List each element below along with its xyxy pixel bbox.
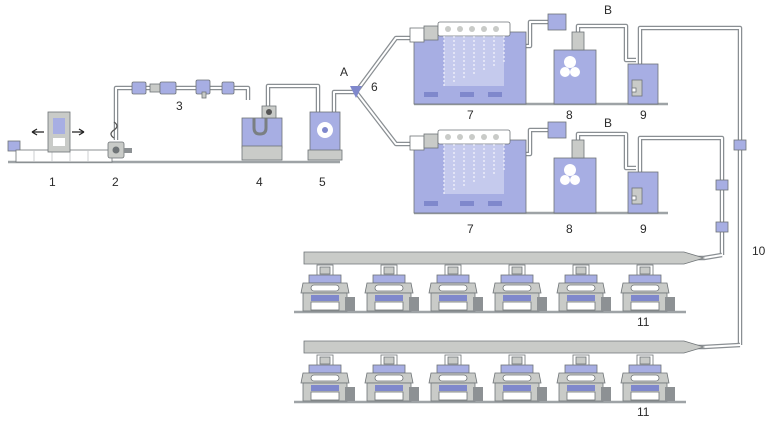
label-4: 4 bbox=[256, 175, 263, 189]
machine-unit bbox=[492, 264, 547, 312]
machine-unit bbox=[300, 354, 355, 402]
label-2: 2 bbox=[112, 175, 119, 189]
tank-4 bbox=[241, 105, 283, 161]
label-B-lower: B bbox=[604, 116, 612, 130]
distributor-6 bbox=[350, 86, 362, 98]
machine-unit bbox=[364, 354, 419, 402]
bath-machine-7-lower bbox=[409, 129, 527, 214]
label-5: 5 bbox=[319, 175, 326, 189]
inline-fittings-3 bbox=[131, 79, 747, 233]
dryer-machine-8-upper bbox=[547, 13, 597, 105]
label-7-upper: 7 bbox=[467, 108, 474, 122]
machine-row-11-top bbox=[300, 251, 706, 312]
machine-unit bbox=[556, 264, 611, 312]
machine-unit bbox=[428, 264, 483, 312]
pump-2 bbox=[107, 121, 132, 159]
label-A: A bbox=[340, 65, 348, 79]
collector-tank-9-upper bbox=[627, 63, 659, 105]
label-8-upper: 8 bbox=[566, 108, 573, 122]
label-3: 3 bbox=[176, 99, 183, 113]
machine-unit bbox=[620, 264, 675, 312]
label-1: 1 bbox=[49, 175, 56, 189]
diagram-labels: 1 2 3 4 5 A 6 7 8 9 B 7 8 9 B 10 11 11 bbox=[49, 3, 766, 419]
processing-line-upper bbox=[409, 13, 659, 105]
label-B-upper: B bbox=[604, 3, 612, 17]
machine-unit bbox=[556, 354, 611, 402]
label-6: 6 bbox=[371, 80, 378, 94]
label-7-lower: 7 bbox=[467, 222, 474, 236]
machine-unit bbox=[492, 354, 547, 402]
dryer-machine-8-lower bbox=[547, 121, 597, 214]
machine-row-11-bottom bbox=[300, 340, 706, 402]
mixer-5 bbox=[307, 111, 343, 161]
machine-unit bbox=[300, 264, 355, 312]
label-11-bottom: 11 bbox=[637, 405, 650, 419]
spreading-table-1 bbox=[7, 111, 113, 163]
machine-unit bbox=[364, 264, 419, 312]
label-11-top: 11 bbox=[637, 315, 650, 329]
label-8-lower: 8 bbox=[566, 222, 573, 236]
processing-line-lower bbox=[409, 121, 659, 214]
machine-unit bbox=[620, 354, 675, 402]
bath-machine-7-upper bbox=[409, 21, 527, 105]
label-9-upper: 9 bbox=[640, 108, 647, 122]
label-10: 10 bbox=[752, 244, 766, 258]
label-9-lower: 9 bbox=[640, 222, 647, 236]
machine-unit bbox=[428, 354, 483, 402]
collector-tank-9-lower bbox=[627, 171, 659, 214]
